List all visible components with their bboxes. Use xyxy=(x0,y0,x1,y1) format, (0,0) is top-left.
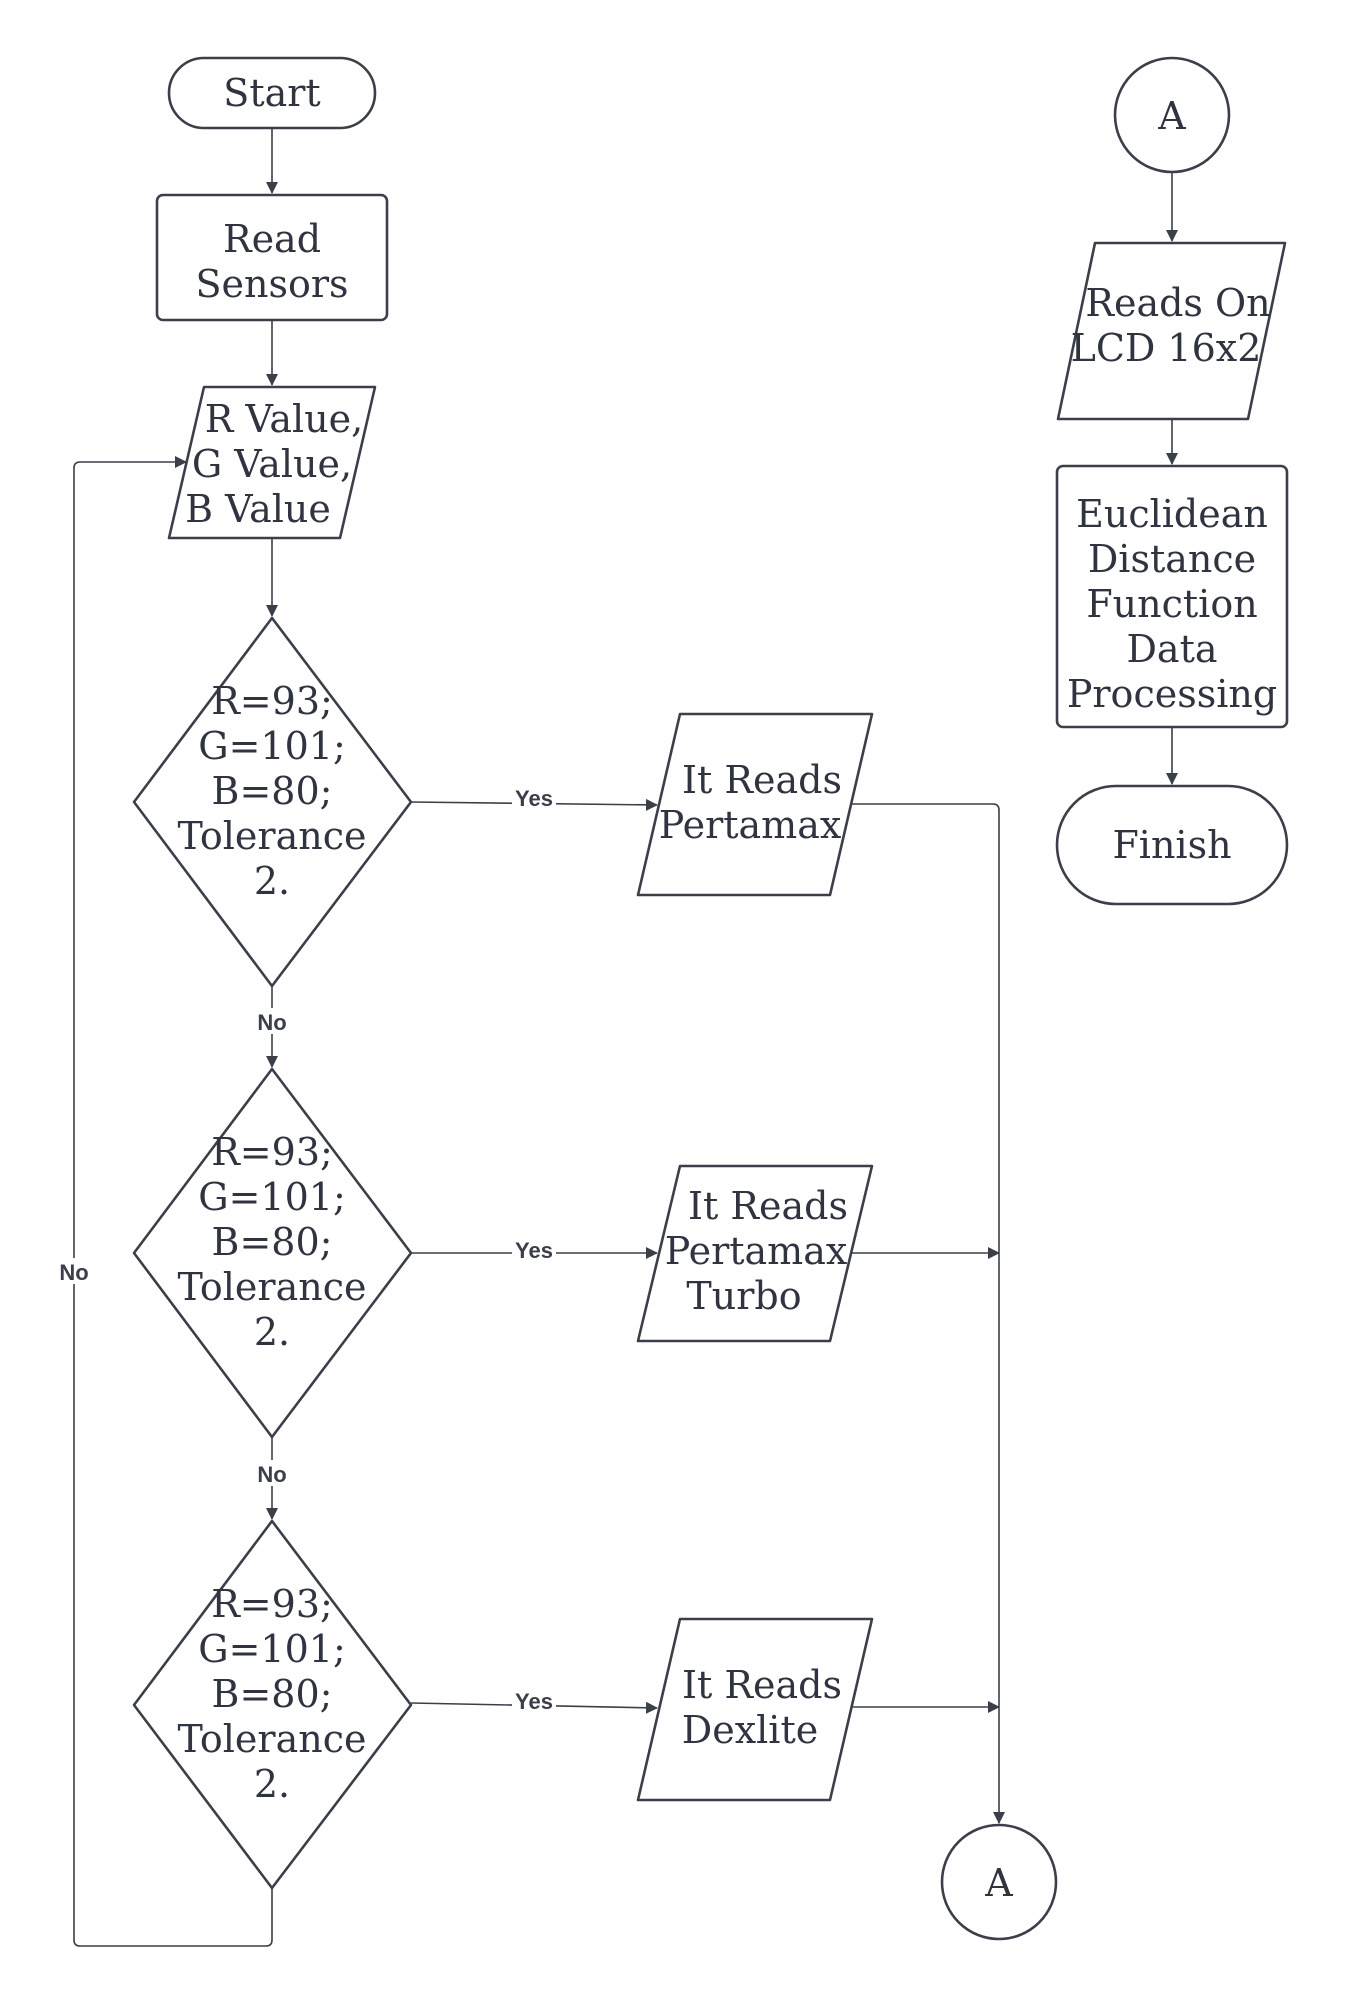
svg-text:Finish: Finish xyxy=(1112,823,1231,867)
decision-3: R=93; G=101; B=80; Tolerance 2. xyxy=(132,1519,413,1890)
svg-text:Tolerance: Tolerance xyxy=(178,1717,367,1761)
svg-text:Dexlite: Dexlite xyxy=(682,1708,818,1752)
svg-text:B=80;: B=80; xyxy=(212,1220,333,1264)
svg-text:2.: 2. xyxy=(254,859,290,903)
svg-text:Function: Function xyxy=(1086,582,1257,626)
decision-1: R=93; G=101; B=80; Tolerance 2. xyxy=(132,616,413,988)
svg-text:Tolerance: Tolerance xyxy=(178,1265,367,1309)
connector-a-bottom: A xyxy=(940,1823,1058,1941)
svg-text:It Reads: It Reads xyxy=(682,758,842,802)
arrow-loop-back xyxy=(73,456,273,1947)
decision-2: R=93; G=101; B=80; Tolerance 2. xyxy=(132,1067,413,1439)
svg-text:G=101;: G=101; xyxy=(198,1175,346,1219)
output-pertamax-turbo: It Reads Pertamax Turbo xyxy=(636,1164,874,1343)
svg-text:Pertamax: Pertamax xyxy=(659,803,842,847)
output-dexlite: It Reads Dexlite xyxy=(636,1617,874,1802)
no-label-2: No xyxy=(257,1462,286,1487)
svg-text:LCD 16x2: LCD 16x2 xyxy=(1071,326,1262,370)
rgb-values-input: R Value, G Value, B Value xyxy=(167,385,377,540)
svg-text:Pertamax: Pertamax xyxy=(665,1229,848,1273)
svg-text:A: A xyxy=(984,1861,1013,1905)
svg-text:G=101;: G=101; xyxy=(198,724,346,768)
output-pertamax: It Reads Pertamax xyxy=(636,712,874,897)
svg-text:Reads On: Reads On xyxy=(1085,281,1270,325)
svg-text:A: A xyxy=(1157,94,1186,138)
svg-text:It Reads: It Reads xyxy=(688,1184,848,1228)
svg-text:Tolerance: Tolerance xyxy=(178,814,367,858)
euclidean-processing: Euclidean Distance Function Data Process… xyxy=(1055,464,1289,729)
svg-text:B Value: B Value xyxy=(185,487,331,531)
arrow-out1-A xyxy=(852,803,1005,1824)
svg-text:B=80;: B=80; xyxy=(212,1672,333,1716)
no-label-loop: No xyxy=(59,1260,88,1285)
start-terminal: Start xyxy=(167,56,377,130)
svg-text:R=93;: R=93; xyxy=(211,1130,333,1174)
svg-text:2.: 2. xyxy=(254,1310,290,1354)
svg-text:G=101;: G=101; xyxy=(198,1627,346,1671)
connector-a-top: A xyxy=(1113,56,1231,174)
edge-labels: Yes Yes Yes No No No xyxy=(56,786,556,1714)
svg-text:Start: Start xyxy=(223,71,320,115)
svg-text:2.: 2. xyxy=(254,1762,290,1806)
svg-text:Sensors: Sensors xyxy=(195,262,348,306)
finish-terminal: Finish xyxy=(1055,784,1289,906)
svg-text:Data: Data xyxy=(1126,627,1217,671)
svg-text:G Value,: G Value, xyxy=(192,442,352,486)
svg-text:Turbo: Turbo xyxy=(686,1274,801,1318)
svg-text:It Reads: It Reads xyxy=(682,1663,842,1707)
yes-label-3: Yes xyxy=(515,1689,553,1714)
connectors xyxy=(73,128,1178,1947)
read-sensors-process: Read Sensors xyxy=(155,193,389,322)
svg-text:Read: Read xyxy=(223,217,321,261)
svg-text:Distance: Distance xyxy=(1088,537,1256,581)
yes-label-1: Yes xyxy=(515,786,553,811)
svg-text:Processing: Processing xyxy=(1067,672,1277,716)
svg-text:R=93;: R=93; xyxy=(211,679,333,723)
svg-text:Euclidean: Euclidean xyxy=(1076,492,1268,536)
no-label-1: No xyxy=(257,1010,286,1035)
svg-text:R Value,: R Value, xyxy=(205,397,364,441)
svg-text:B=80;: B=80; xyxy=(212,769,333,813)
svg-text:R=93;: R=93; xyxy=(211,1582,333,1626)
lcd-output: Reads On LCD 16x2 xyxy=(1056,241,1287,421)
yes-label-2: Yes xyxy=(515,1238,553,1263)
